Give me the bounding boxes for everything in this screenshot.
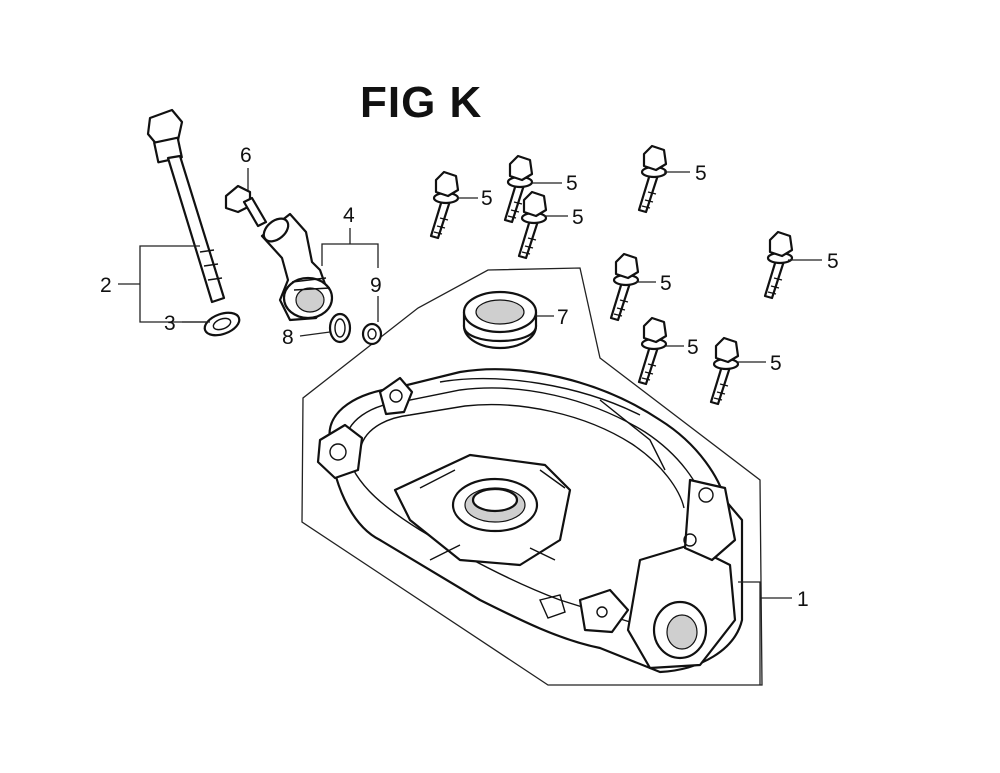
bolt-5d bbox=[637, 144, 668, 214]
callout-5d: 5 bbox=[695, 162, 707, 185]
callout-6a: 6 bbox=[240, 144, 252, 167]
bolt-5c bbox=[517, 190, 548, 260]
callout-5c: 5 bbox=[572, 206, 584, 229]
callout-3: 3 bbox=[164, 312, 176, 335]
dipstick-washer bbox=[203, 311, 241, 337]
callout-5h: 5 bbox=[687, 336, 699, 359]
bolt-5a bbox=[429, 170, 460, 240]
callout-5f: 5 bbox=[660, 272, 672, 295]
bolt-5f bbox=[609, 252, 640, 322]
bolt-5g bbox=[709, 336, 740, 406]
flange-bolt bbox=[224, 184, 268, 228]
oil-seal bbox=[462, 290, 538, 350]
callout-5e: 5 bbox=[827, 250, 839, 273]
crankcase-cover bbox=[301, 267, 763, 686]
callout-5b: 5 bbox=[566, 172, 578, 195]
leader-lines bbox=[118, 168, 822, 685]
callout-5a: 5 bbox=[481, 187, 493, 210]
callout-5g: 5 bbox=[770, 352, 782, 375]
figure-title: FIG K bbox=[360, 78, 483, 127]
callout-9: 9 bbox=[370, 274, 382, 297]
bolt-5b bbox=[503, 154, 534, 224]
o-ring bbox=[328, 312, 352, 344]
small-seal bbox=[361, 322, 383, 346]
dipstick bbox=[146, 108, 226, 304]
callout-4: 4 bbox=[343, 204, 355, 227]
bolt-5e bbox=[763, 230, 794, 300]
callout-2: 2 bbox=[100, 274, 112, 297]
callout-1: 1 bbox=[797, 588, 809, 611]
bolt-6b bbox=[637, 316, 668, 386]
callout-8: 8 bbox=[282, 326, 294, 349]
bolt-group bbox=[429, 144, 794, 406]
callout-7: 7 bbox=[557, 306, 569, 329]
callout-labels: 1 2 3 4 5 5 5 5 5 5 5 5 5 6 6 7 8 9 bbox=[100, 144, 839, 611]
oil-filler-elbow bbox=[260, 212, 334, 322]
